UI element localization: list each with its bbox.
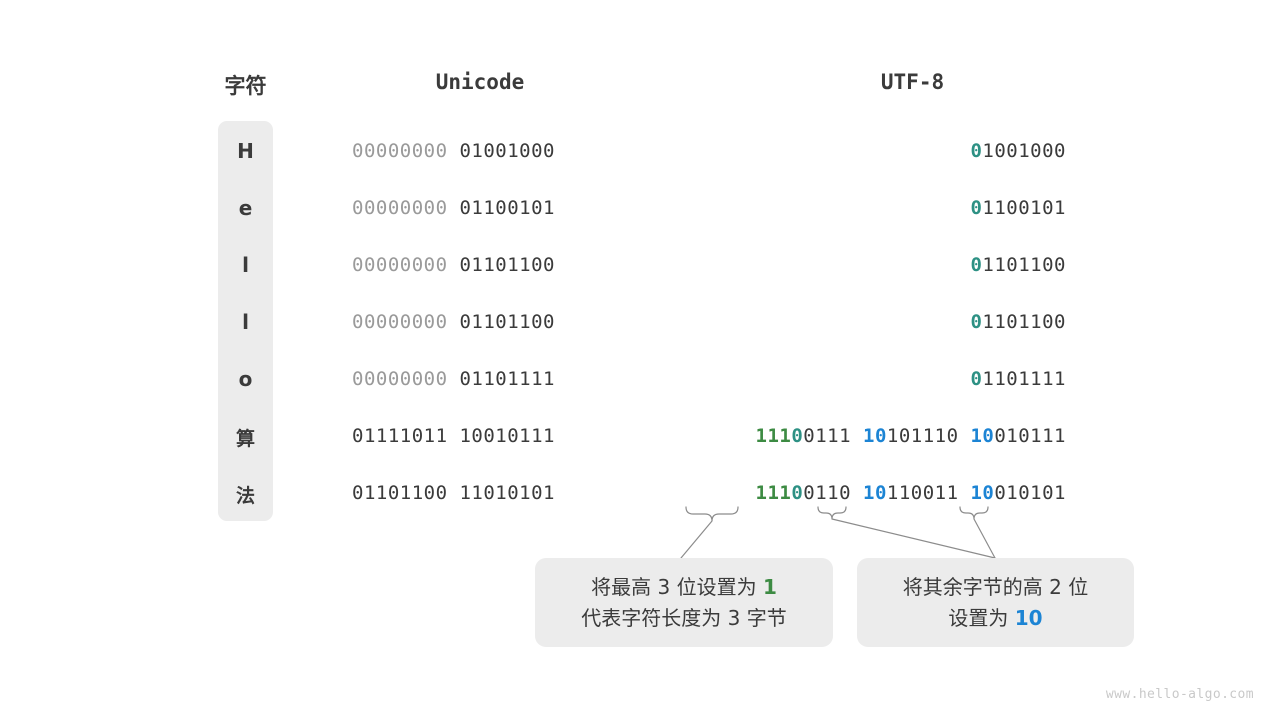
- utf8-bit-segment: 0: [970, 254, 983, 276]
- utf8-bit-segment: 1101100: [982, 254, 1066, 276]
- utf8-bit-segment: 0111: [803, 425, 863, 447]
- unicode-value: 00000000 01001000: [352, 140, 555, 162]
- unicode-low-byte: 01101100: [459, 254, 555, 276]
- utf8-bit-segment: 010101: [994, 482, 1066, 504]
- unicode-high-byte: 00000000: [352, 140, 460, 162]
- annotation-2-line2-text: 设置为: [948, 605, 1015, 630]
- character-column-panel: [218, 121, 273, 521]
- leader-line-note1: [680, 520, 713, 559]
- character-cell: 法: [235, 485, 255, 507]
- utf8-bit-segment: 0: [970, 368, 983, 390]
- annotation-2-line-1: 将其余字节的高 2 位: [902, 574, 1089, 599]
- unicode-value: 00000000 01101100: [352, 254, 555, 276]
- unicode-value: 00000000 01101100: [352, 311, 555, 333]
- annotation-box-continuation-bits: 将其余字节的高 2 位 设置为 10: [857, 558, 1134, 647]
- watermark: www.hello-algo.com: [1105, 687, 1254, 702]
- brace-continuation-1: [817, 506, 847, 520]
- utf8-bit-segment: 110011: [886, 482, 971, 504]
- character-cell: e: [238, 196, 253, 220]
- utf8-value: 01101111: [970, 368, 1066, 390]
- utf8-bit-segment: 10: [863, 482, 887, 504]
- unicode-high-byte: 01101100: [352, 482, 460, 504]
- column-header-unicode: Unicode: [435, 70, 525, 94]
- leader-line-note2-b: [973, 518, 996, 559]
- annotation-1-line1-text: 将最高 3 位设置为: [591, 574, 763, 599]
- annotation-line-2: 代表字符长度为 3 字节: [581, 605, 787, 630]
- utf8-value: 11100110 10110011 10010101: [756, 482, 1066, 504]
- utf8-bit-segment: 10: [863, 425, 887, 447]
- utf8-bit-segment: 0: [791, 482, 804, 504]
- unicode-low-byte: 11010101: [459, 482, 555, 504]
- unicode-low-byte: 01001000: [459, 140, 555, 162]
- unicode-high-byte: 00000000: [352, 311, 460, 333]
- brace-leading-bits: [685, 506, 739, 522]
- utf8-bit-segment: 0: [970, 197, 983, 219]
- character-cell: l: [242, 310, 249, 334]
- unicode-high-byte: 01111011: [352, 425, 460, 447]
- unicode-low-byte: 10010111: [459, 425, 555, 447]
- utf8-value: 01101100: [970, 254, 1066, 276]
- column-header-utf8: UTF-8: [880, 70, 945, 94]
- utf8-bit-segment: 0: [791, 425, 804, 447]
- unicode-value: 00000000 01101111: [352, 368, 555, 390]
- unicode-low-byte: 01101100: [459, 311, 555, 333]
- brace-continuation-2: [959, 506, 989, 520]
- column-header-character: 字符: [224, 74, 267, 98]
- unicode-value: 00000000 01100101: [352, 197, 555, 219]
- utf8-value: 01100101: [970, 197, 1066, 219]
- utf8-bit-segment: 1101100: [982, 311, 1066, 333]
- utf8-bit-segment: 0: [970, 140, 983, 162]
- annotation-2-line-2: 设置为 10: [948, 603, 1042, 634]
- utf8-bit-segment: 1100101: [982, 197, 1066, 219]
- unicode-low-byte: 01100101: [459, 197, 555, 219]
- annotation-2-highlight: 10: [1014, 605, 1043, 630]
- utf8-bit-segment: 0: [970, 311, 983, 333]
- utf8-bit-segment: 1101111: [982, 368, 1066, 390]
- unicode-high-byte: 00000000: [352, 254, 460, 276]
- unicode-high-byte: 00000000: [352, 197, 460, 219]
- utf8-value: 01001000: [970, 140, 1066, 162]
- utf8-bit-segment: 010111: [994, 425, 1066, 447]
- character-cell: l: [242, 253, 249, 277]
- unicode-value: 01111011 10010111: [352, 425, 555, 447]
- utf8-bit-segment: 111: [755, 482, 792, 504]
- utf8-bit-segment: 1001000: [982, 140, 1066, 162]
- annotation-box-leading-bits: 将最高 3 位设置为 1 代表字符长度为 3 字节: [535, 558, 833, 647]
- character-cell: 算: [235, 428, 255, 450]
- unicode-high-byte: 00000000: [352, 368, 460, 390]
- unicode-value: 01101100 11010101: [352, 482, 555, 504]
- annotation-1-highlight: 1: [762, 574, 777, 599]
- character-cell: H: [237, 139, 254, 163]
- annotation-line-1: 将最高 3 位设置为 1: [591, 572, 777, 603]
- utf8-bit-segment: 111: [755, 425, 792, 447]
- utf8-bit-segment: 101110: [886, 425, 971, 447]
- utf8-value: 11100111 10101110 10010111: [756, 425, 1066, 447]
- utf8-value: 01101100: [970, 311, 1066, 333]
- character-cell: o: [238, 367, 253, 391]
- utf8-bit-segment: 10: [970, 425, 995, 447]
- unicode-low-byte: 01101111: [459, 368, 555, 390]
- utf8-bit-segment: 10: [970, 482, 995, 504]
- leader-line-note2-a: [831, 518, 996, 559]
- utf8-bit-segment: 0110: [803, 482, 863, 504]
